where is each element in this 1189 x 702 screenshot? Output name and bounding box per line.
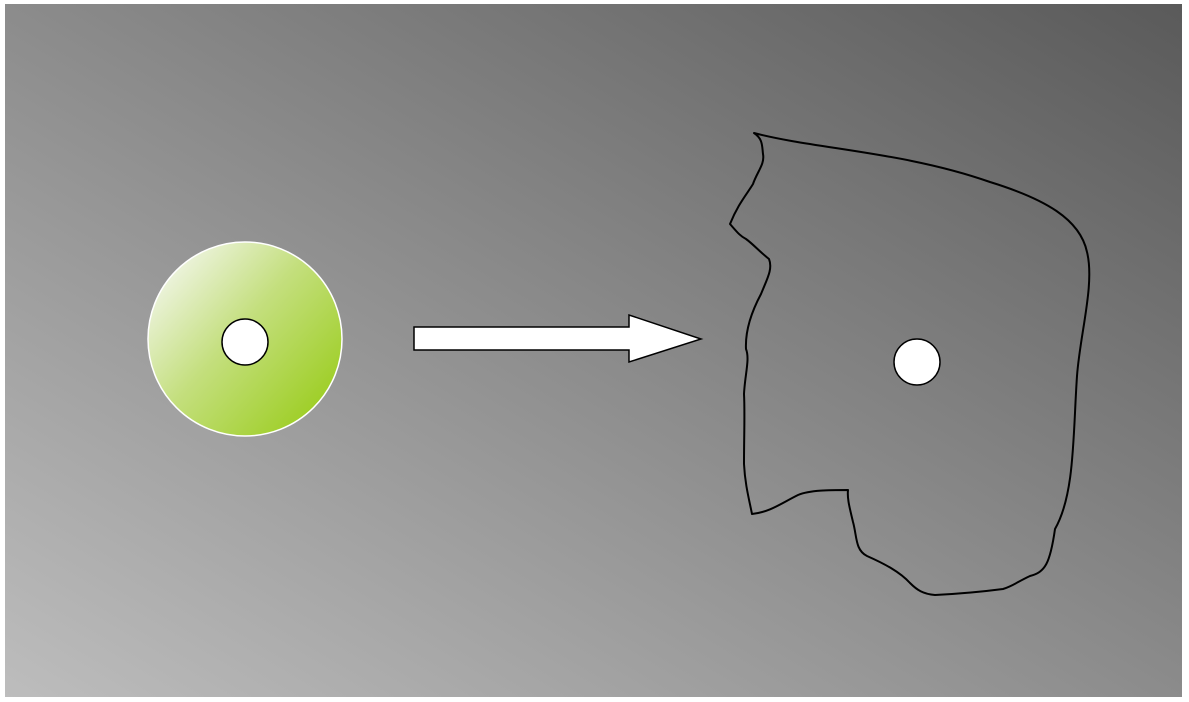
- arrow-right-icon: [413, 313, 704, 364]
- cd-disc-icon: [147, 241, 343, 437]
- diagram-canvas: [5, 4, 1182, 697]
- diagram-svg: [5, 4, 1182, 697]
- fragment-hole: [893, 338, 941, 386]
- fragment-outline: [729, 132, 1091, 596]
- broken-fragment-icon: [729, 132, 1091, 596]
- disc-center-hole: [221, 318, 269, 366]
